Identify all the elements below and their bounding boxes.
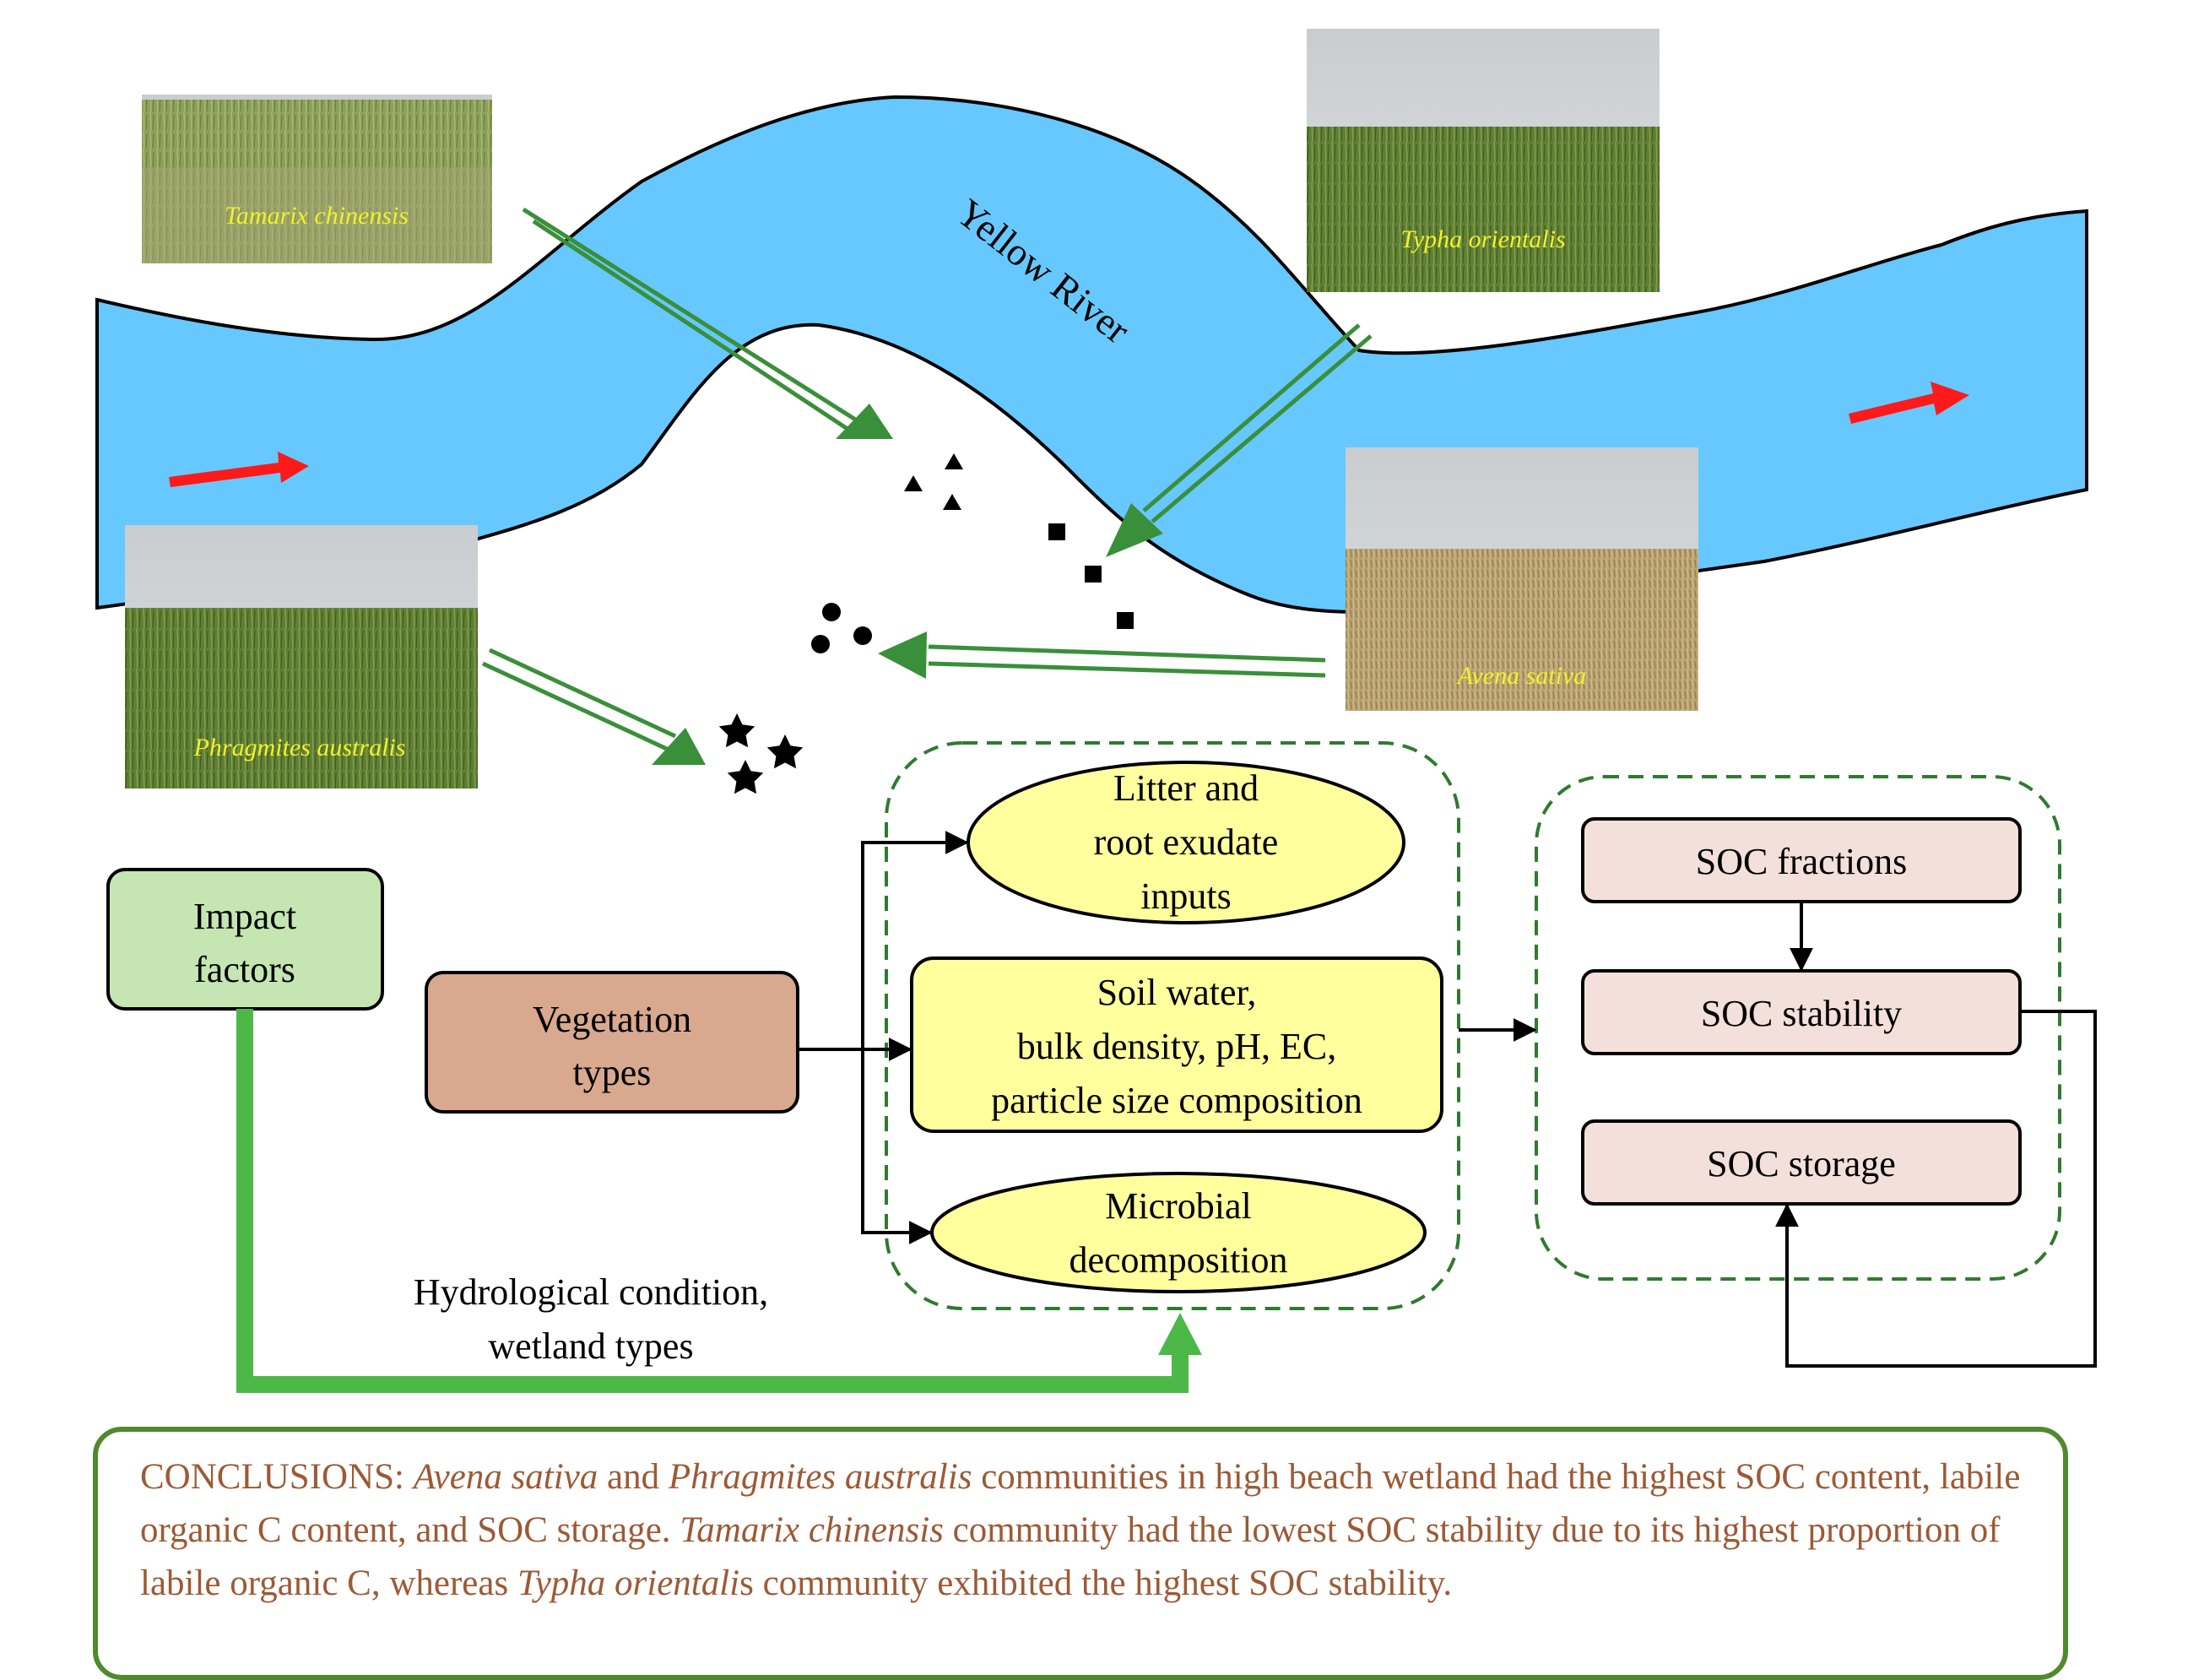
hydro-line-2: wetland types (488, 1325, 693, 1367)
microbial-line-1: Microbial (1105, 1185, 1252, 1227)
svg-text:SOC stability: SOC stability (1701, 993, 1902, 1034)
soil-line-1: Soil water, (1097, 972, 1257, 1013)
arrow-typha (1106, 323, 1373, 557)
conclusions-text-5: s community exhibited the highest SOC st… (739, 1563, 1453, 1603)
flow-arrow-right (1849, 382, 1969, 424)
connector-veg-to-microbial (861, 1049, 933, 1244)
impact-line-2: factors (194, 949, 295, 990)
connectors (798, 831, 2097, 1368)
node-soil-properties: Soil water, bulk density, pH, EC, particle… (910, 957, 1443, 1133)
svg-text:Soil water,bulk density, pH, E: Soil water, bulk density, pH, EC, particle… (991, 972, 1362, 1121)
soil-line-2: bulk density, pH, EC, (1017, 1026, 1336, 1067)
conclusions-species-typha: Typha orientali (517, 1563, 740, 1603)
conclusions-text-3: communities in high beach wetland had th… (140, 1457, 2021, 1550)
conclusions-box: CONCLUSIONS: Avena sativa and Phragmites… (93, 1427, 2068, 1680)
impact-arrow (236, 1009, 1202, 1393)
arrow-phragmites (481, 648, 706, 765)
arrows-photo-to-markers (481, 207, 1373, 765)
photo-typha: Typha orientalis (1307, 29, 1660, 292)
conclusions-species-avena: Avena sativa (413, 1457, 598, 1497)
soil-line-3: particle size composition (991, 1080, 1362, 1121)
node-impact-factors: Impact factors (106, 868, 384, 1011)
photo-label-tamarix: Tamarix chinensis (225, 202, 409, 230)
photo-phragmites: Phragmites australis (125, 525, 478, 789)
photo-avena: Avena sativa (1346, 447, 1698, 711)
litter-line-3: inputs (1140, 875, 1232, 917)
node-vegetation-types: Vegetation types (425, 971, 799, 1114)
dashed-container-processes (885, 741, 1460, 1310)
marker-group-triangles (904, 453, 963, 510)
node-soc-fractions: SOC fractions (1581, 817, 2022, 903)
microbial-line-2: decomposition (1069, 1239, 1287, 1281)
marker-group-circles (811, 603, 872, 653)
node-microbial-decomposition: Microbial decomposition (930, 1172, 1427, 1293)
conclusions-text-1: CONCLUSIONS: (140, 1457, 414, 1497)
photo-label-avena: Avena sativa (1456, 662, 1586, 690)
marker-group-stars (718, 713, 804, 794)
connector-veg-to-litter (861, 831, 969, 1049)
svg-text:SOC storage: SOC storage (1707, 1143, 1896, 1184)
arrow-tamarix (522, 207, 893, 439)
photo-label-typha: Typha orientalis (1400, 225, 1565, 253)
svg-text:Hydrological condition,wetland: Hydrological condition, wetland types (414, 1271, 768, 1367)
node-soc-stability: SOC stability (1581, 969, 2022, 1055)
arrow-avena (878, 631, 1326, 679)
vegetation-line-1: Vegetation (533, 999, 691, 1040)
vegetation-line-2: types (573, 1052, 652, 1093)
photo-label-phragmites: Phragmites australis (193, 734, 406, 761)
conclusions-text-2: and (598, 1457, 669, 1497)
impact-line-1: Impact (193, 896, 296, 937)
conclusions-species-phragmites: Phragmites australis (668, 1457, 972, 1497)
conclusions-species-tamarix: Tamarix chinensis (680, 1510, 944, 1550)
node-litter-inputs: Litter and root exudate inputs (967, 761, 1405, 924)
svg-text:SOC fractions: SOC fractions (1696, 841, 1908, 882)
node-soc-storage: SOC storage (1581, 1119, 2022, 1206)
litter-line-2: root exudate (1094, 821, 1279, 863)
photo-tamarix: Tamarix chinensis (142, 95, 492, 263)
hydro-line-1: Hydrological condition, (414, 1271, 768, 1313)
conclusions-text-4: community had the lowest SOC stability d… (140, 1510, 2001, 1603)
litter-line-1: Litter and (1113, 767, 1259, 809)
connector-stability-to-storage (1775, 1010, 2097, 1368)
marker-group-squares (1048, 523, 1134, 629)
flow-arrow-left (169, 452, 309, 487)
